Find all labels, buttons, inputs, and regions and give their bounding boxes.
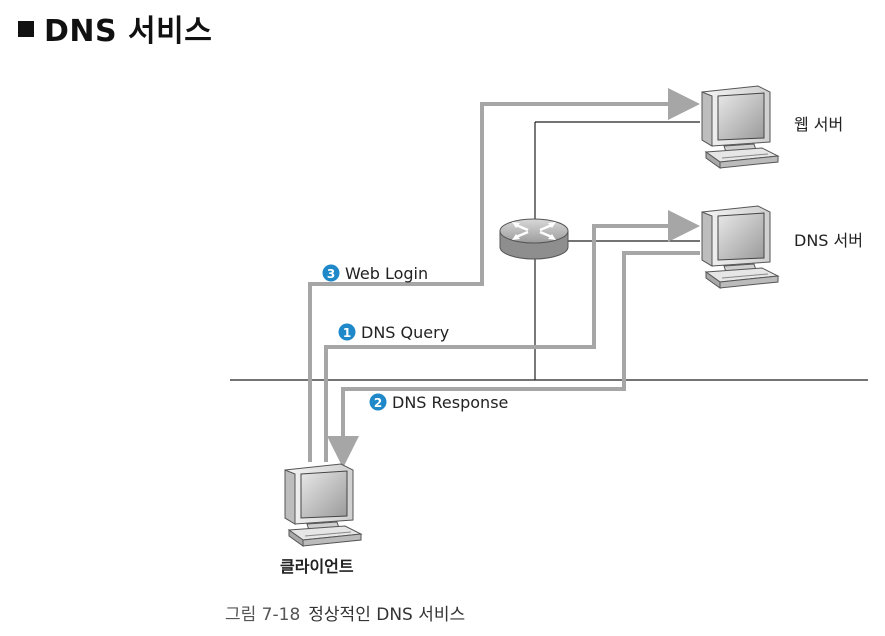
dns-server-label: DNS 서버 (794, 231, 863, 250)
step-badge-response: 2 (369, 393, 387, 411)
dns-response-arrow (327, 251, 700, 468)
web-server-label: 웹 서버 (794, 115, 843, 134)
client-computer-icon (284, 463, 362, 547)
heading-text: DNS 서비스 (44, 14, 213, 49)
step-badge-query: 1 (338, 323, 356, 341)
square-bullet-icon (18, 21, 34, 37)
step-number-login: 3 (327, 267, 335, 281)
step-label-login: Web Login (345, 264, 428, 283)
figure-caption-text: 정상적인 DNS 서비스 (308, 605, 466, 625)
router-icon (499, 218, 569, 260)
dns-query-arrow (324, 210, 700, 462)
step-badge-login: 3 (322, 264, 340, 282)
figure-heading: DNS 서비스 (18, 6, 212, 50)
figure-caption: 그림 7-18 정상적인 DNS 서비스 (225, 600, 465, 625)
web-server-computer-icon (701, 85, 779, 169)
figure-number: 그림 7-18 (225, 605, 301, 625)
step-label-query: DNS Query (361, 323, 449, 342)
client-label: 클라이언트 (280, 557, 354, 576)
web-login-arrow (308, 88, 700, 462)
step-label-response: DNS Response (392, 393, 508, 412)
step-number-response: 2 (374, 396, 382, 410)
step-number-query: 1 (343, 326, 351, 340)
dns-server-computer-icon (701, 205, 779, 289)
